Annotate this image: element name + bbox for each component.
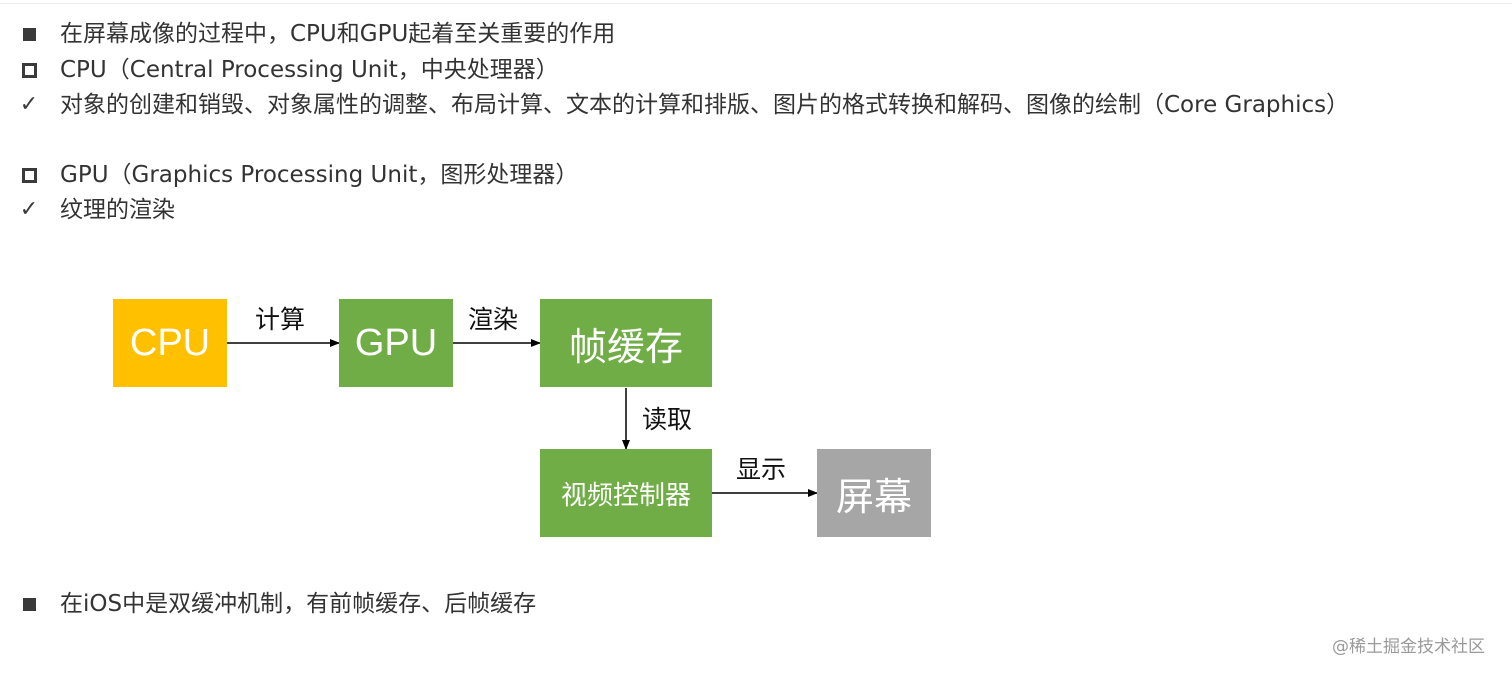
edge-label-display: 显示	[736, 455, 787, 484]
check-bullet-icon: ✓	[19, 92, 39, 117]
bullet-text: 对象的创建和销毁、对象属性的调整、布局计算、文本的计算和排版、图片的格式转换和解…	[60, 92, 1350, 118]
filled-square-bullet-icon	[17, 17, 41, 51]
frame-buffer-node-label: 帧缓存	[568, 326, 683, 369]
gpu-node: GPU	[339, 299, 453, 387]
filled-square-bullet-icon	[17, 587, 41, 621]
cpu-node: CPU	[113, 299, 227, 387]
frame-buffer-node: 帧缓存	[540, 299, 712, 387]
edge-label-render: 渲染	[468, 305, 519, 334]
hollow-square-bullet-icon	[17, 53, 41, 87]
bullet-text: 在屏幕成像的过程中，CPU和GPU起着至关重要的作用	[60, 21, 616, 47]
cpu-node-label: CPU	[129, 321, 211, 364]
edge-label-compute: 计算	[255, 305, 306, 334]
screen-node-label: 屏幕	[835, 476, 912, 519]
video-controller-node: 视频控制器	[540, 449, 712, 537]
video-controller-node-label: 视频控制器	[560, 479, 691, 510]
hollow-square-bullet-icon	[17, 158, 41, 192]
screen-node: 屏幕	[817, 449, 931, 537]
bullet-text: CPU（Central Processing Unit，中央处理器）	[60, 57, 559, 83]
check-bullet-icon: ✓	[19, 197, 39, 222]
edge-label-read: 读取	[642, 405, 693, 434]
top-divider	[0, 3, 1512, 4]
bullet-text: 在iOS中是双缓冲机制，有前帧缓存、后帧缓存	[60, 591, 537, 617]
watermark: @稀土掘金技术社区	[1332, 637, 1485, 657]
bullet-text: 纹理的渲染	[60, 197, 175, 223]
bullet-text: GPU（Graphics Processing Unit，图形处理器）	[60, 162, 579, 188]
gpu-node-label: GPU	[354, 321, 438, 364]
